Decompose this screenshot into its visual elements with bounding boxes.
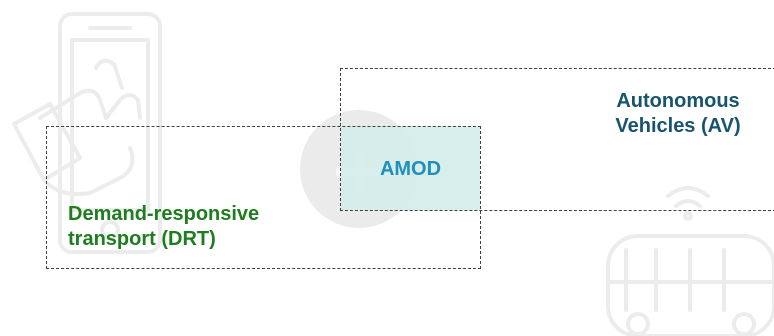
smartphone-tap-icon	[12, 12, 162, 254]
amod-label: AMOD	[379, 158, 442, 180]
drt-label-line1: Demand-responsive	[68, 203, 260, 225]
av-label-line1: Autonomous	[616, 90, 740, 112]
av-set-boundary	[340, 68, 774, 211]
drt-set-boundary	[46, 126, 481, 269]
drt-label: Demand-responsive transport (DRT)	[68, 202, 259, 252]
av-label: Autonomous Vehicles (AV)	[598, 89, 758, 139]
drt-label-line2: transport (DRT)	[68, 228, 216, 250]
av-label-line2: Vehicles (AV)	[615, 115, 741, 137]
autonomous-bus-icon	[606, 186, 774, 336]
intersection-region	[341, 126, 480, 210]
